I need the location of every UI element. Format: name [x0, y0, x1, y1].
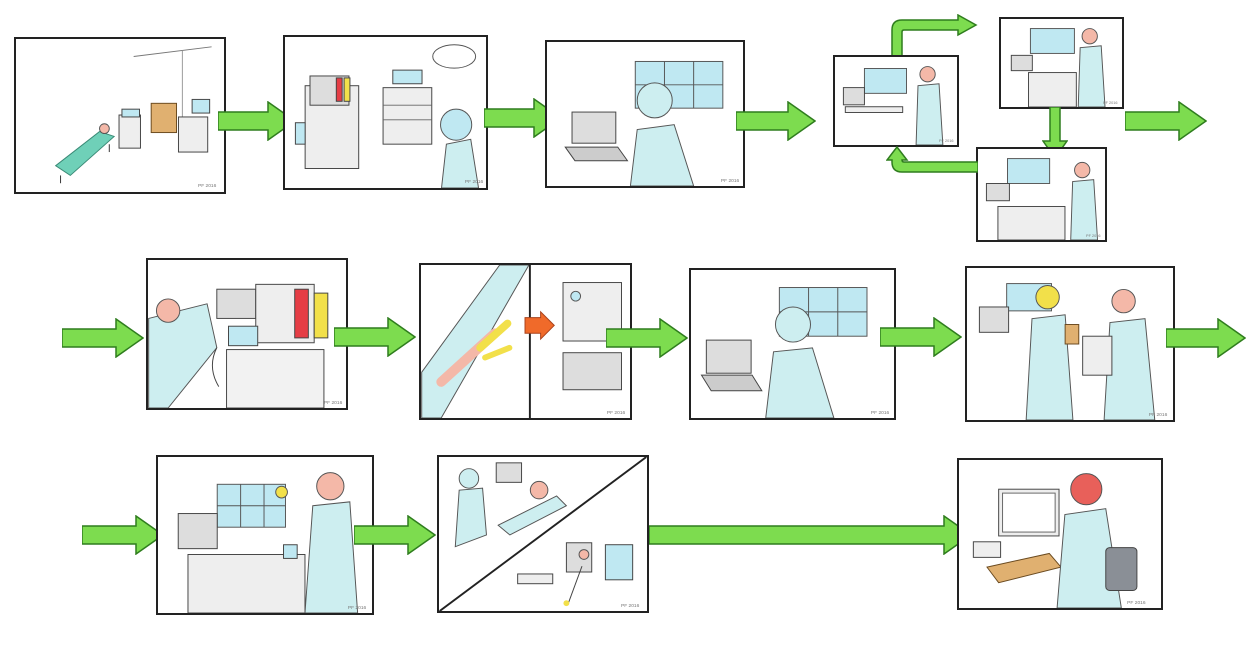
flow-arrow [218, 101, 296, 141]
panel-laptop-entry: PF 2016 [689, 268, 896, 420]
sketch-clinician-at-desktop: PF 2016 [972, 473, 1146, 608]
flow-arrow-long [649, 515, 972, 555]
sketch-nurse-at-counter: PF 2016 [985, 158, 1101, 240]
signature: PF 2016 [1086, 234, 1100, 238]
signature: PF 2016 [607, 410, 626, 416]
signature: PF 2016 [198, 183, 217, 189]
flow-arrow [334, 317, 416, 357]
signature: PF 2016 [939, 139, 953, 143]
panel-equipment-setup: PF 2016 [283, 35, 488, 190]
panel-final-documentation: PF 2016 [957, 458, 1163, 610]
signature: PF 2016 [1127, 600, 1146, 606]
signature: PF 2016 [1149, 412, 1168, 418]
flow-arrow [1125, 101, 1207, 141]
panel-iv-and-screen: PF 2016 [419, 263, 632, 420]
flow-arrow [606, 318, 688, 358]
signature: PF 2016 [721, 178, 740, 184]
flow-arrow [354, 515, 436, 555]
flow-arrow [736, 101, 816, 141]
sketch-anesthesia-machine: PF 2016 [294, 44, 484, 188]
alert-arrow-icon [524, 310, 555, 341]
sketch-operating-room-bed: PF 2016 [54, 46, 217, 189]
sketch-iv-insertion-and-screen: PF 2016 [421, 265, 626, 418]
signature: PF 2016 [621, 603, 640, 609]
sketch-nurse-at-cabinet: PF 2016 [1010, 28, 1118, 107]
panel-ehr-laptop-review: PF 2016 [545, 40, 745, 188]
sketch-nurse-entering-data: PF 2016 [700, 287, 890, 418]
sketch-nurse-at-laptop: PF 2016 [564, 60, 740, 186]
panel-prep-counter: PF 2016 [976, 147, 1107, 242]
sketch-recovery-room-and-cleanup: PF 2016 [439, 457, 647, 611]
sketch-patient-with-monitor: PF 2016 [148, 283, 343, 408]
sketch-nurse-preparing-syringe: PF 2016 [177, 472, 367, 613]
signature: PF 2016 [1103, 101, 1117, 105]
panel-handover-check: PF 2016 [965, 266, 1175, 422]
panel-recovery-and-cleaning: PF 2016 [437, 455, 649, 613]
panel-prep-workstation: PF 2016 [833, 55, 959, 147]
flow-arrow [880, 317, 962, 357]
sketch-nurse-at-workstation: PF 2016 [842, 66, 953, 145]
signature: PF 2016 [465, 179, 484, 185]
signature: PF 2016 [324, 400, 343, 406]
cycle-arrow-up-right [886, 14, 978, 58]
cycle-arrow-back-left [886, 146, 978, 184]
panel-prep-cabinet: PF 2016 [999, 17, 1124, 109]
flow-arrow [1166, 318, 1246, 358]
flow-arrow [82, 515, 164, 555]
sketch-two-nurses-checking: PF 2016 [978, 283, 1168, 420]
panel-drug-preparation: PF 2016 [156, 455, 374, 615]
panel-patient-arrival: PF 2016 [14, 37, 226, 194]
signature: PF 2016 [348, 605, 367, 611]
flow-arrow [62, 318, 144, 358]
signature: PF 2016 [871, 410, 890, 416]
panel-patient-monitor: PF 2016 [146, 258, 348, 410]
